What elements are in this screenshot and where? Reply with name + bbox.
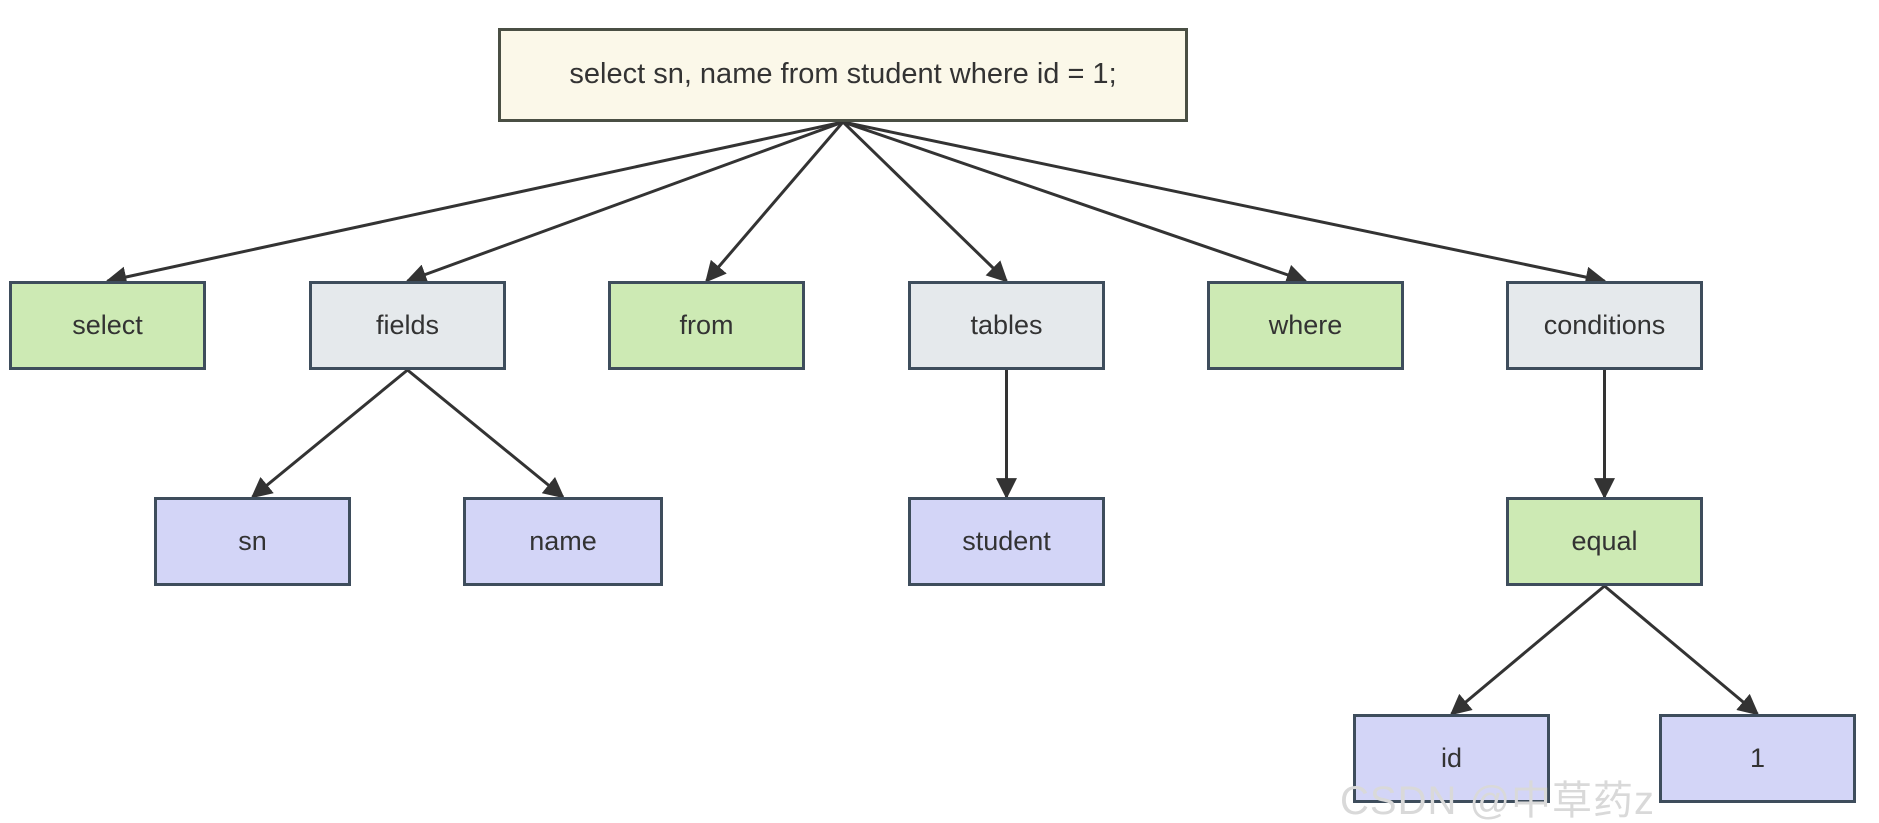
node-label: fields	[375, 309, 440, 340]
edge-fields-to-name	[406, 368, 565, 499]
node-label: student	[962, 525, 1051, 556]
node-from[interactable]: from	[608, 281, 805, 370]
node-label: where	[1268, 309, 1343, 340]
node-label: from	[679, 309, 734, 340]
node-one[interactable]: 1	[1659, 714, 1856, 803]
node-label: tables	[970, 309, 1043, 340]
edge-equal-to-one	[1603, 584, 1760, 716]
edge-root-to-from	[705, 121, 845, 283]
node-label: id	[1440, 742, 1462, 773]
node-label: equal	[1571, 525, 1638, 556]
node-fields[interactable]: fields	[309, 281, 506, 370]
node-select[interactable]: select	[9, 281, 206, 370]
edge-equal-to-id	[1449, 584, 1606, 716]
node-id[interactable]: id	[1353, 714, 1550, 803]
node-conditions[interactable]: conditions	[1506, 281, 1703, 370]
node-name[interactable]: name	[463, 497, 663, 586]
node-label: select	[72, 309, 143, 340]
node-sn[interactable]: sn	[154, 497, 351, 586]
node-equal[interactable]: equal	[1506, 497, 1703, 586]
node-label: name	[529, 525, 597, 556]
node-tables[interactable]: tables	[908, 281, 1105, 370]
node-label: sn	[238, 525, 267, 556]
edge-root-to-tables	[841, 120, 1009, 283]
node-label: conditions	[1543, 309, 1666, 340]
edge-root-to-conditions	[842, 120, 1607, 288]
node-label: select sn, name from student where id = …	[569, 58, 1117, 91]
node-root[interactable]: select sn, name from student where id = …	[498, 28, 1188, 122]
node-label: 1	[1749, 742, 1766, 773]
edge-root-to-select	[105, 120, 844, 288]
edge-fields-to-sn	[250, 368, 409, 499]
edge-root-to-where	[842, 120, 1308, 285]
node-where[interactable]: where	[1207, 281, 1404, 370]
edge-root-to-fields	[405, 120, 844, 285]
node-student[interactable]: student	[908, 497, 1105, 586]
